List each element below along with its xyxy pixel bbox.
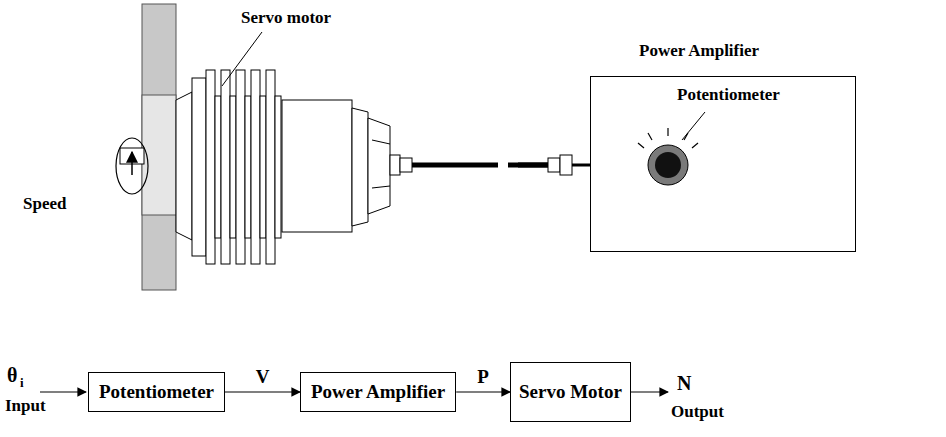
motor-connector	[390, 155, 400, 175]
signal-label: P	[476, 366, 490, 388]
input-arrow	[40, 391, 86, 392]
label-text: Speed	[22, 194, 67, 214]
label-text: Input	[4, 396, 47, 416]
leader-line	[222, 32, 262, 86]
node-text: Servo Motor	[519, 381, 622, 403]
node-text: Potentiometer	[677, 85, 780, 105]
process-box: Potentiometer	[88, 372, 225, 412]
signal-label: V	[255, 366, 271, 388]
cable	[412, 163, 498, 168]
leader-line	[682, 112, 705, 140]
signal-arrow	[225, 391, 300, 392]
label-text: Servo motor	[240, 8, 332, 28]
node-text: Potentiometer	[99, 381, 214, 403]
mounting-wall	[142, 4, 176, 290]
cooling-fins	[206, 70, 281, 264]
motor-body	[282, 100, 352, 232]
process-box: Power Amplifier	[300, 372, 456, 412]
label-text: θ	[6, 364, 18, 387]
label-text: i	[19, 375, 25, 391]
signal-arrow	[456, 391, 510, 392]
potentiometer-knob	[648, 145, 688, 185]
label-text: N	[676, 372, 692, 395]
amplifier-panel: Power AmplifierPotentiometer	[590, 76, 856, 252]
node-text: Power Amplifier	[311, 381, 445, 403]
motor-flange	[176, 92, 192, 240]
node-text: Power Amplifier	[639, 41, 759, 61]
speed-arrow	[116, 138, 148, 194]
output-arrow	[627, 391, 668, 392]
process-box: Servo Motor	[510, 362, 631, 422]
label-text: Output	[670, 402, 725, 422]
amp-connector	[548, 158, 560, 172]
